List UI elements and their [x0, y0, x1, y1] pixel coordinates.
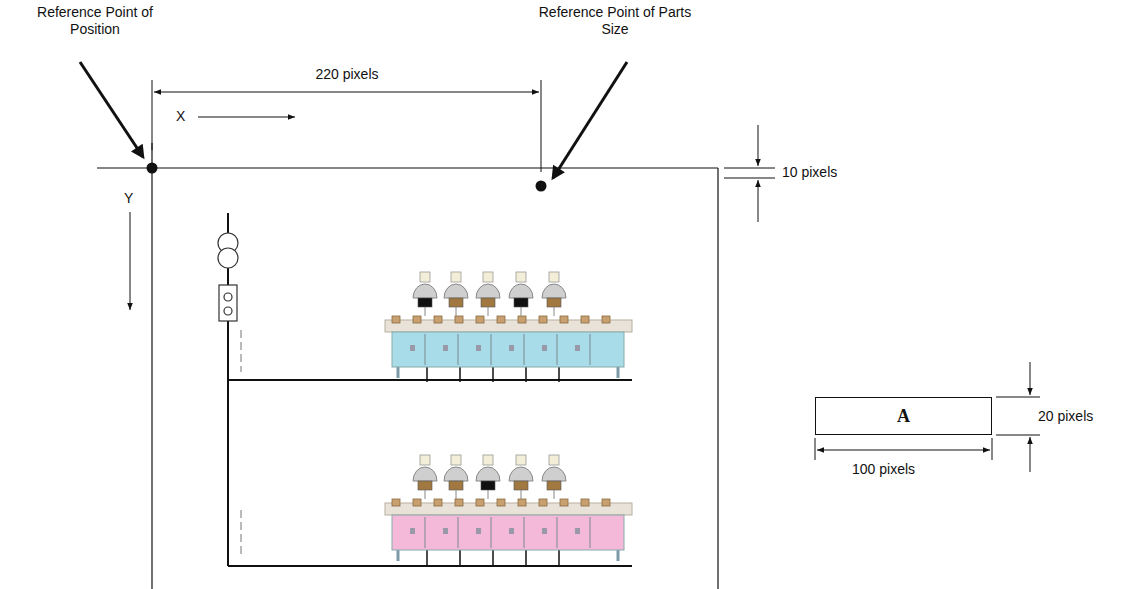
parts-box: A	[815, 397, 992, 435]
dimension-label: 20 pixels	[1038, 408, 1093, 425]
dimension-10	[724, 125, 775, 222]
callout-arrow	[80, 62, 143, 157]
transformer-symbol	[218, 233, 238, 268]
axis-label: Y	[124, 190, 133, 207]
dimension-label: 100 pixels	[852, 461, 915, 478]
breaker-symbol	[219, 285, 237, 321]
console-group	[385, 272, 632, 565]
size-point	[536, 181, 547, 192]
axis-label: X	[176, 108, 185, 125]
y-axis-arrow	[130, 212, 131, 310]
screen-frame	[97, 143, 718, 589]
x-axis-arrow	[198, 117, 295, 118]
dimension-100	[815, 438, 992, 460]
dimension-label: 10 pixels	[782, 164, 837, 181]
dimension-label: 220 pixels	[292, 66, 402, 83]
callout-label: Reference Point of Parts Size	[530, 4, 700, 38]
position-point	[147, 163, 158, 174]
callout-arrow	[553, 62, 627, 178]
callout-label: Reference Point of Position	[15, 4, 175, 38]
dimension-220	[152, 80, 541, 172]
dashed-line	[241, 330, 242, 558]
power-line	[228, 213, 632, 566]
dimension-20	[996, 362, 1040, 472]
parts-text: A	[897, 406, 910, 427]
